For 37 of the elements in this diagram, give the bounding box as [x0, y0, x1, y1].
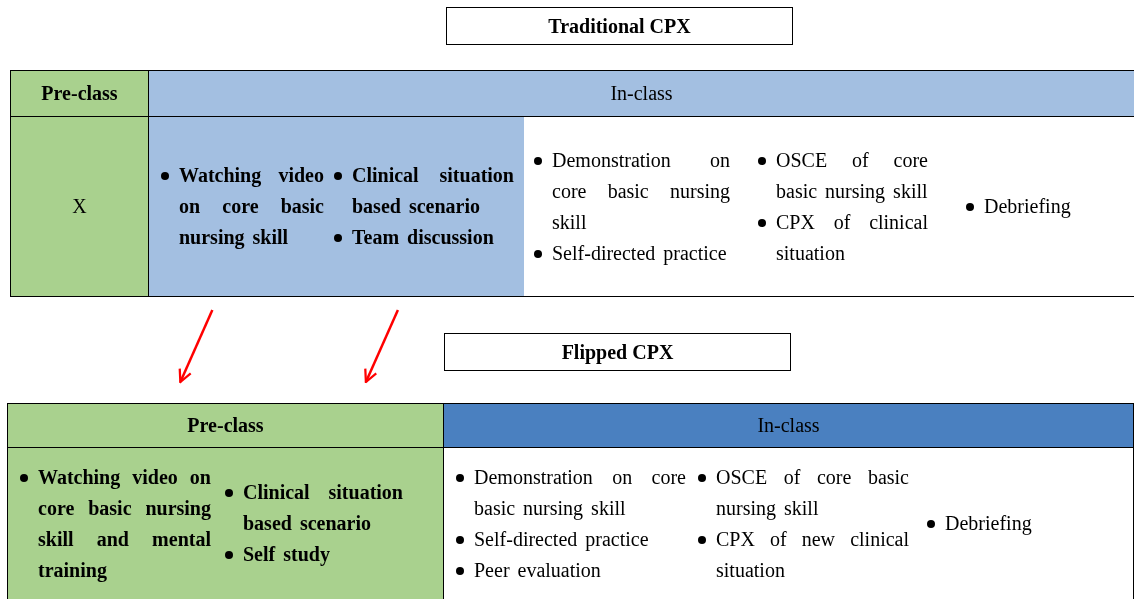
- table-cell: [215, 448, 444, 599]
- bullet-point: Demonstration on core basic nursing skill: [452, 461, 686, 524]
- header-cell: [444, 403, 1134, 448]
- table-cell: [330, 117, 524, 297]
- arrow: [178, 309, 214, 384]
- bullet-point: OSCE of core basic nursing skill: [754, 144, 928, 207]
- bullet-point: Team discussion: [330, 222, 514, 253]
- table-cell: [10, 117, 149, 297]
- bullet-point: Self-directed practice: [530, 237, 730, 269]
- bullet-point: Clinical situation based scenario: [330, 160, 514, 222]
- bullet-point: Demonstration on core basic nursing skill: [530, 144, 730, 238]
- title-box: [444, 333, 791, 371]
- bullet-point: Self-directed practice: [452, 523, 686, 555]
- title-box: [446, 7, 793, 45]
- header-text: Pre-class: [187, 413, 264, 438]
- header-text: In-class: [610, 81, 673, 106]
- bullet-point: Clinical situation based scenario: [221, 477, 403, 539]
- header-cell: [149, 70, 1134, 117]
- table-cell: [7, 448, 215, 599]
- title-text: Flipped CPX: [561, 339, 674, 366]
- bullet-point: Peer evaluation: [452, 554, 686, 586]
- bullet-point: CPX of clinical situation: [754, 206, 928, 269]
- header-cell: [10, 70, 149, 117]
- bullet-point: Debriefing: [923, 508, 1133, 539]
- table-cell: [149, 117, 330, 297]
- header-text: Pre-class: [41, 81, 118, 106]
- bullet-point: Self study: [221, 539, 403, 570]
- bullet-point: OSCE of core basic nursing skill: [694, 461, 909, 524]
- bullet-point: Watching video on core basic nursing skill and mental training: [16, 461, 211, 586]
- bullet-point: Debriefing: [962, 191, 1134, 222]
- header-cell: [7, 403, 444, 448]
- title-text: Traditional CPX: [548, 13, 691, 39]
- header-text: In-class: [757, 413, 820, 438]
- arrow: [364, 309, 400, 384]
- cell-text: X: [72, 194, 87, 219]
- bullet-point: CPX of new clinical situation: [694, 523, 909, 586]
- bullet-point: Watching video on core basic nursing skill: [157, 160, 324, 253]
